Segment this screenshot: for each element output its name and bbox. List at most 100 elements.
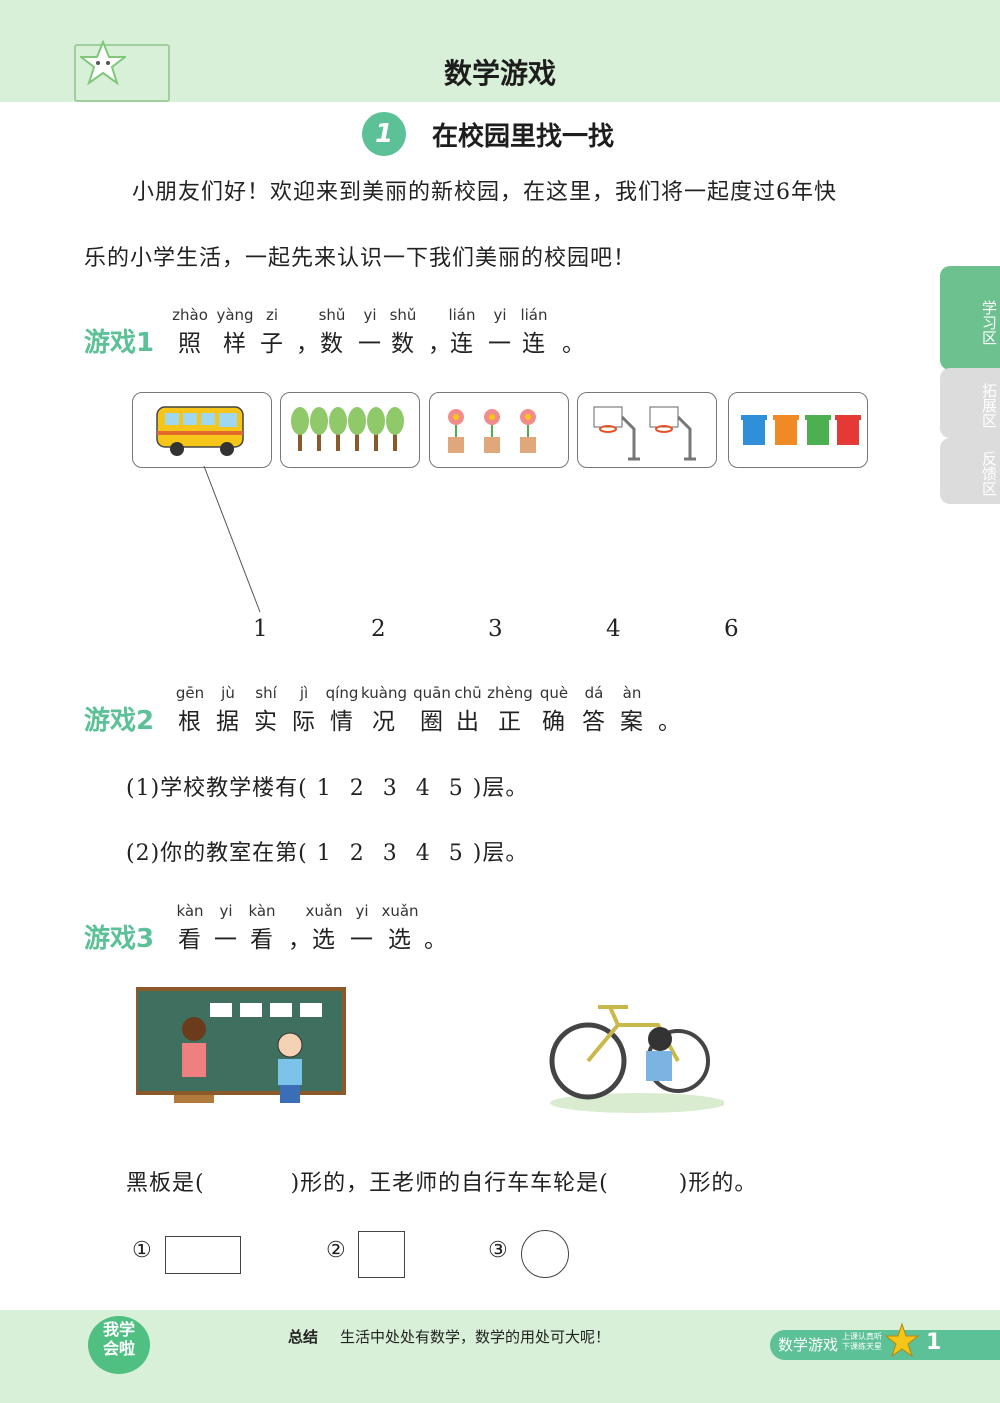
q1-option-2[interactable]: 2 [349, 776, 365, 801]
choice-marker-2[interactable]: ② [326, 1238, 346, 1263]
game2-pinyin: qíng [325, 684, 359, 702]
game1-char: 数 [320, 331, 343, 357]
game2-pinyin: zhèng [487, 684, 533, 702]
tab-extend[interactable]: 拓展区 [940, 368, 1000, 438]
game3-label: 游戏3 [84, 924, 155, 954]
count-number-2[interactable]: 2 [371, 616, 386, 642]
rectangle-shape-icon[interactable] [165, 1236, 241, 1274]
sentence-part-b: )形的，王老师的自行车车轮是( [290, 1171, 609, 1196]
learned-badge: 我学 会啦 [88, 1316, 150, 1374]
game2-char: 根 [178, 709, 201, 735]
game3-pinyin: xuǎn [305, 902, 343, 920]
count-number-6[interactable]: 6 [724, 616, 739, 642]
mascot-star-icon [884, 1322, 920, 1358]
intro-line-1: 小朋友们好！欢迎来到美丽的新校园，在这里，我们将一起度过6年快 [132, 180, 837, 205]
sentence-part-c: )形的。 [678, 1171, 758, 1196]
game2-pinyin: jì [299, 684, 309, 702]
game1-label: 游戏1 [84, 328, 155, 358]
summary: 总结生活中处处有数学，数学的用处可大呢！ [288, 1326, 610, 1347]
game2-char: 实 [254, 709, 277, 735]
game2-char: 案 [620, 709, 643, 735]
game2-char: 况 [372, 709, 395, 735]
game2-pinyin: àn [622, 684, 642, 702]
header-band [0, 0, 1000, 102]
game1-pinyin: yi [493, 306, 507, 324]
game2-pinyin: gēn [175, 684, 205, 702]
example-connecting-line [203, 465, 261, 613]
footer-slogan-line-1: 上课认真听 [842, 1332, 882, 1341]
picture-basketball-hoops[interactable] [577, 392, 717, 468]
q1-option-5[interactable]: 5 [448, 776, 464, 801]
q1-option-4[interactable]: 4 [415, 776, 431, 801]
learned-badge-line-2: 会啦 [102, 1339, 135, 1358]
game1-pinyin: zi [265, 306, 279, 324]
game1-char: 样 [223, 331, 246, 357]
circle-shape-icon[interactable] [521, 1230, 569, 1278]
game1-char: 连 [522, 331, 545, 357]
tab-study[interactable]: 学习区 [940, 266, 1000, 370]
game2-char: 出 [456, 709, 479, 735]
game1-char: 一 [358, 331, 381, 357]
game3-char: 。 [424, 927, 447, 953]
question-1-prefix: (1)学校教学楼有( [126, 776, 308, 801]
trash-bins-icon [741, 415, 861, 445]
game1-pinyin: lián [448, 306, 476, 324]
q2-option-4[interactable]: 4 [415, 841, 431, 866]
game1-char: 一 [488, 331, 511, 357]
footer-slogan-line-2: 下课练天星 [842, 1342, 882, 1351]
game1-pinyin: zhào [172, 306, 208, 324]
tab-feedback[interactable]: 反馈区 [940, 438, 1000, 504]
game1-pinyin: yàng [216, 306, 254, 324]
game2-pinyin: dá [584, 684, 604, 702]
game2-char: 正 [498, 709, 521, 735]
game2-char: 据 [216, 709, 239, 735]
game1-pinyin: yi [363, 306, 377, 324]
q2-option-3[interactable]: 3 [382, 841, 398, 866]
square-shape-icon[interactable] [358, 1231, 405, 1278]
summary-text: 生活中处处有数学，数学的用处可大呢！ [340, 1328, 611, 1346]
game3-char: ， [288, 927, 311, 953]
count-number-4[interactable]: 4 [606, 616, 621, 642]
q1-option-3[interactable]: 3 [382, 776, 398, 801]
picture-trash-bins[interactable] [728, 392, 868, 468]
choice-marker-1[interactable]: ① [132, 1238, 152, 1263]
shape-sentence: 黑板是()形的，王老师的自行车车轮是()形的。 [126, 1165, 757, 1197]
picture-school-bus[interactable] [132, 392, 272, 468]
q2-option-1[interactable]: 1 [316, 841, 332, 866]
picture-trees[interactable] [280, 392, 420, 468]
game3-char: 看 [250, 927, 273, 953]
game3-char: 看 [178, 927, 201, 953]
game2-pinyin: jù [221, 684, 235, 702]
flower-pots-icon [448, 409, 536, 453]
footer-pill [770, 1330, 1000, 1360]
q2-option-2[interactable]: 2 [349, 841, 365, 866]
learned-badge-line-1: 我学 [102, 1320, 135, 1339]
game2-char: 答 [582, 709, 605, 735]
game1-char: 子 [260, 331, 283, 357]
game1-pinyin: shǔ [318, 306, 346, 324]
basketball-hoop-icon [593, 406, 696, 461]
question-2-prefix: (2)你的教室在第( [126, 841, 308, 866]
picture-flower-pots[interactable] [429, 392, 569, 468]
q1-option-1[interactable]: 1 [316, 776, 332, 801]
game2-pinyin: chū [454, 684, 482, 702]
count-number-1[interactable]: 1 [253, 616, 268, 642]
count-number-3[interactable]: 3 [488, 616, 503, 642]
game3-pinyin: xuǎn [381, 902, 419, 920]
lesson-title: 在校园里找一找 [432, 122, 615, 152]
game3-char: 选 [312, 927, 335, 953]
game3-pinyin: kàn [176, 902, 204, 920]
game3-pinyin: yi [355, 902, 369, 920]
footer-book-name: 数学游戏 [778, 1336, 839, 1354]
q2-option-5[interactable]: 5 [448, 841, 464, 866]
game1-char: ， [428, 331, 451, 357]
choice-marker-3[interactable]: ③ [488, 1238, 508, 1263]
game1-pinyin: lián [520, 306, 548, 324]
game1-char: ， [296, 331, 319, 357]
game1-pinyin: shǔ [389, 306, 417, 324]
